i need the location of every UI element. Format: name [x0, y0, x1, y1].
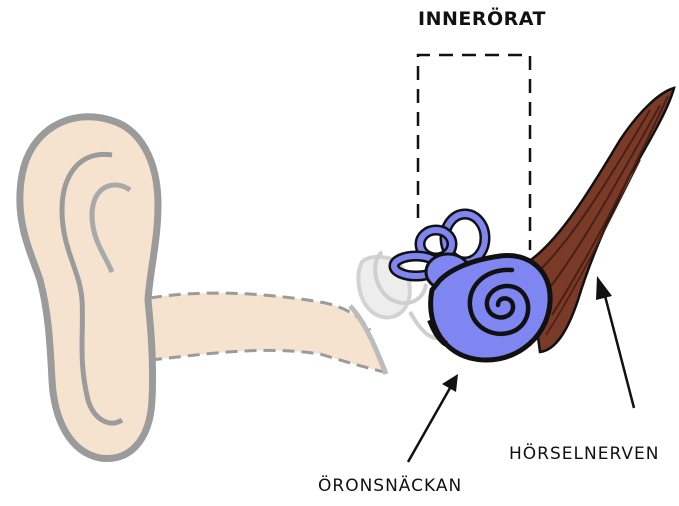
- auditory-nerve-label: HÖRSELNERVEN: [509, 444, 659, 464]
- cochlea-arrow: [408, 374, 458, 462]
- outer-ear: [20, 117, 158, 459]
- cochlea: [394, 214, 550, 360]
- cochlea-label: ÖRONSNÄCKAN: [318, 476, 462, 496]
- inner-ear-label: INNERÖRAT: [418, 8, 546, 30]
- ear-canal: [150, 293, 386, 374]
- nerve-arrow: [596, 276, 634, 408]
